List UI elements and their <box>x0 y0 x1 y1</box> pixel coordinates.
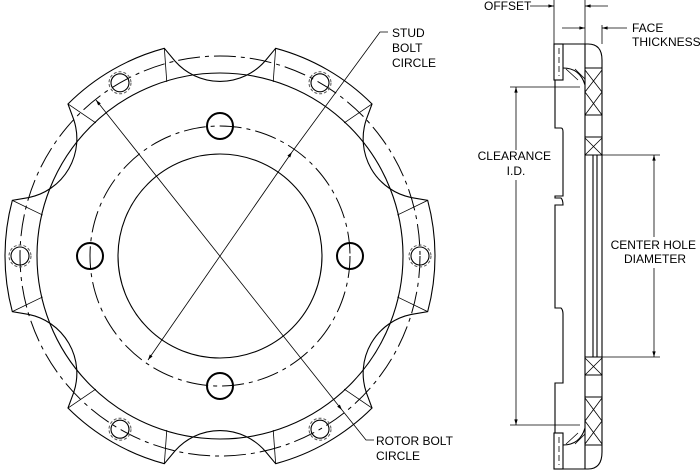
rotor-bolt-hole <box>110 419 130 439</box>
rotor-bolt-hole <box>108 71 132 95</box>
lobe-edge-line <box>12 199 43 216</box>
body-profile <box>554 80 564 433</box>
lobe-edge-line <box>12 296 43 313</box>
lobe-edge-line <box>163 430 168 464</box>
bottom-flange <box>553 432 564 470</box>
hat-wall-circle <box>36 72 404 440</box>
front-view: STUD BOLT CIRCLE ROTOR BOLT CIRCLE <box>4 26 456 465</box>
lobe-edge-line <box>343 388 373 409</box>
lobe-edge-line <box>67 388 97 409</box>
stud-bolt-circle-leader <box>291 31 388 153</box>
side-section-view: OFFSET FACE THICKNESS CLEARANCE I.D. CEN… <box>478 0 700 470</box>
lobe-edge-line <box>272 48 277 82</box>
face-thickness-label: FACE THICKNESS <box>632 21 700 49</box>
top-flange <box>553 43 564 81</box>
lobe-edge-line <box>67 103 97 124</box>
rotor-bolt-hole <box>410 246 430 266</box>
lobe-edge-lines <box>12 48 428 464</box>
stud-bolt-circle-label: STUD BOLT CIRCLE <box>392 26 436 70</box>
lobe-edge-line <box>163 48 168 82</box>
rotor-bolt-hole <box>108 417 132 441</box>
rotor-bolt-hole <box>308 417 332 441</box>
clearance-id-label: CLEARANCE I.D. <box>478 149 555 178</box>
rotor-bolt-hole <box>10 246 30 266</box>
top-fillet <box>562 67 586 86</box>
lobe-edge-line <box>397 296 428 313</box>
center-hole-diameter-label: CENTER HOLE DIAMETER <box>611 238 700 266</box>
rotor-bolt-hole <box>308 71 332 95</box>
lobe-edge-line <box>343 103 373 124</box>
lobe-edge-line <box>397 199 428 216</box>
rotor-bolt-circle-centerline <box>19 55 421 457</box>
rotor-bolt-circle-label: ROTOR BOLT CIRCLE <box>376 434 456 463</box>
rotor-bolt-circle-dimension <box>95 99 343 411</box>
rotor-bolt-hole <box>408 244 432 268</box>
rotor-bolt-hole <box>8 244 32 268</box>
bottom-fillet <box>562 427 586 446</box>
lobe-edge-line <box>272 430 277 464</box>
section-hatching <box>565 68 603 445</box>
rotor-bolt-hole <box>310 73 330 93</box>
rotor-bolt-hole <box>110 73 130 93</box>
offset-label: OFFSET <box>484 0 532 13</box>
rotor-bolt-holes <box>8 71 432 441</box>
rotor-bolt-circle-leader <box>341 409 374 441</box>
face-outline <box>563 43 603 470</box>
rotor-bolt-hole <box>310 419 330 439</box>
